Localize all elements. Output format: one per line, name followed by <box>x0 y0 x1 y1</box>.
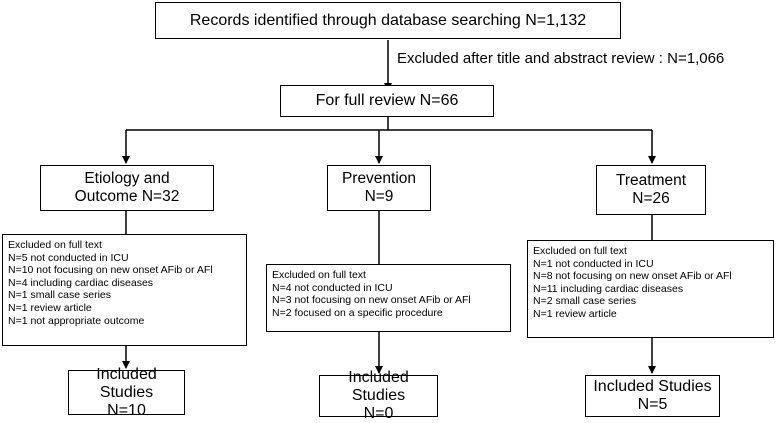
full-review-text: For full review N=66 <box>315 92 459 109</box>
excluded-line: N=1 small case series <box>8 289 111 302</box>
prevention-box: Prevention N=9 <box>327 165 431 211</box>
excluded-line: N=1 review article <box>8 301 92 314</box>
excluded-line: N=10 not focusing on new onset AFib or A… <box>8 264 213 277</box>
prevention-excluded-box: Excluded on full text N=4 not conducted … <box>266 264 511 332</box>
etiology-excluded-box: Excluded on full text N=5 not conducted … <box>2 234 247 346</box>
excluded-line: N=3 not focusing on new onset AFib or AF… <box>272 294 471 307</box>
treatment-excluded-box: Excluded on full text N=1 not conducted … <box>527 240 774 338</box>
treatment-included-box: Included Studies N=5 <box>585 375 720 417</box>
excluded-screening-label: Excluded after title and abstract review… <box>397 50 725 67</box>
records-box: Records identified through database sear… <box>155 2 621 39</box>
etiology-title-line-2: Outcome N=32 <box>74 188 180 205</box>
included-line-1: Included Studies <box>96 365 157 401</box>
treatment-title-line-2: N=26 <box>632 190 670 207</box>
prevention-included-box: Included Studies N=0 <box>319 369 438 422</box>
included-line-1: Included Studies <box>593 378 712 395</box>
excluded-line: Excluded on full text <box>272 269 366 281</box>
excluded-line: N=1 not conducted in ICU <box>533 257 654 270</box>
included-line-2: N=5 <box>637 396 668 413</box>
treatment-title-line-1: Treatment <box>615 172 687 189</box>
excluded-line: N=4 including cardiac diseases <box>8 276 154 289</box>
etiology-box: Etiology and Outcome N=32 <box>40 165 214 211</box>
included-line-2: N=10 <box>107 401 146 419</box>
excluded-line: N=2 focused on a specific procedure <box>272 306 443 319</box>
excluded-line: N=8 not focusing on new onset AFib or AF… <box>533 270 732 283</box>
treatment-box: Treatment N=26 <box>596 165 706 215</box>
prevention-title-line-2: N=9 <box>364 188 394 205</box>
excluded-line: N=2 small case series <box>533 295 636 308</box>
included-line-1: Included Studies <box>348 369 409 404</box>
excluded-line: Excluded on full text <box>533 245 627 257</box>
excluded-line: N=4 not conducted in ICU <box>272 281 393 294</box>
records-text: Records identified through database sear… <box>189 11 587 29</box>
etiology-title-line-1: Etiology and <box>84 170 170 187</box>
excluded-line: N=1 review article <box>533 307 617 320</box>
full-review-box: For full review N=66 <box>280 85 494 117</box>
excluded-line: N=5 not conducted in ICU <box>8 251 129 264</box>
excluded-line: N=11 including cardiac diseases <box>533 282 684 295</box>
etiology-included-box: Included Studies N=10 <box>68 366 185 419</box>
prevention-title-line-1: Prevention <box>341 170 417 187</box>
excluded-line: N=1 not appropriate outcome <box>8 314 145 327</box>
included-line-2: N=0 <box>363 405 394 422</box>
excluded-line: Excluded on full text <box>8 239 102 251</box>
